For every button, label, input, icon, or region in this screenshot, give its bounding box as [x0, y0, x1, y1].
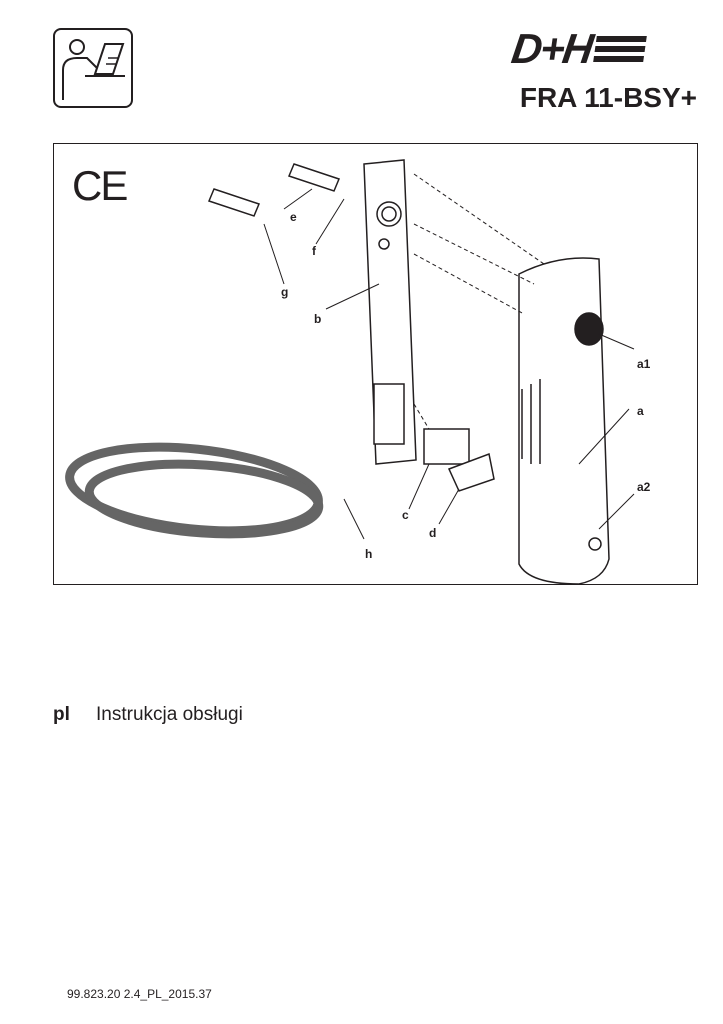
- logo-text: D+H: [508, 25, 595, 72]
- document-number: 99.823.20 2.4_PL_2015.37: [67, 987, 212, 1001]
- logo-stripes: [592, 36, 648, 66]
- label-f: f: [312, 244, 316, 258]
- language-code: pl: [53, 704, 70, 725]
- product-illustration: CE: [53, 143, 698, 585]
- document-title: Instrukcja obsługi: [96, 704, 243, 725]
- label-d: d: [429, 526, 437, 540]
- label-h: h: [365, 547, 373, 561]
- label-a1: a1: [637, 357, 651, 371]
- label-g: g: [281, 285, 289, 299]
- label-c: c: [402, 508, 409, 522]
- label-b: b: [314, 312, 322, 326]
- label-a: a: [637, 404, 644, 418]
- model-name: FRA 11-BSY+: [519, 82, 697, 113]
- ce-mark: CE: [72, 162, 128, 209]
- read-manual-icon: [53, 28, 133, 108]
- label-e: e: [290, 210, 297, 224]
- label-a2: a2: [637, 480, 651, 494]
- dh-logo: D+H: [509, 25, 649, 73]
- exploded-view-drawing: [65, 159, 635, 585]
